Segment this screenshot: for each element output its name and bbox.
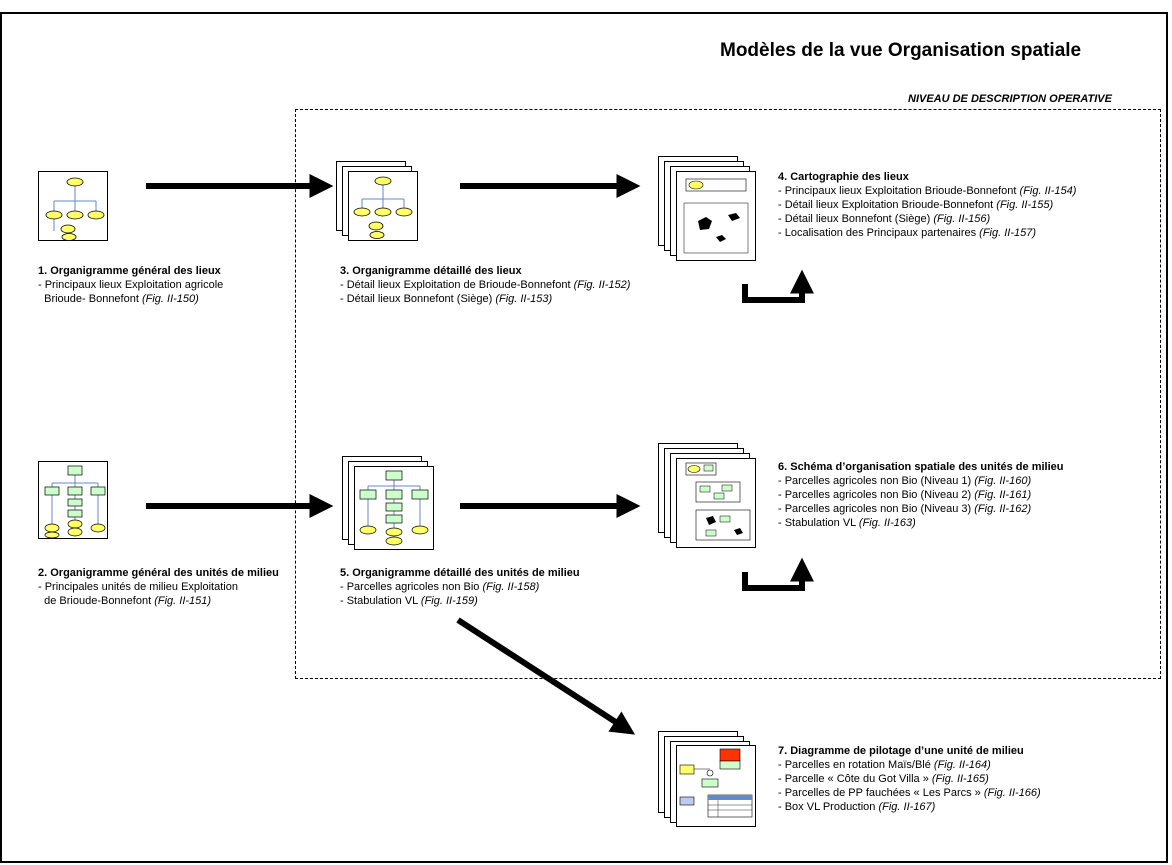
thumbnail-general-places (38, 171, 110, 243)
item-5-description: 5. Organigramme détaillé des unités de m… (340, 566, 580, 608)
item-4-description: 4. Cartographie des lieux - Principaux l… (778, 170, 1076, 240)
loop-arrow-4 (742, 269, 814, 303)
item-7-heading: 7. Diagramme de pilotage d’une unité de … (778, 745, 1024, 757)
item-1-heading: 1. Organigramme général des lieux (38, 265, 221, 277)
operative-level-boundary (295, 109, 1161, 679)
item-2-heading: 2. Organigramme général des unités de mi… (38, 567, 279, 579)
thumbnail-general-units (38, 461, 110, 541)
thumbnail-cartography (658, 156, 758, 266)
item-4-line-1: - Principaux lieux Exploitation Brioude-… (778, 185, 1077, 197)
item-4-line-3: - Détail lieux Bonnefont (Siège) (Fig. I… (778, 213, 991, 225)
arrow-5-to-7 (456, 617, 636, 735)
item-7-line-2: - Parcelle « Côte du Got Villa » (Fig. I… (778, 773, 989, 785)
page-title: Modèles de la vue Organisation spatiale (720, 40, 1082, 61)
thumbnail-detailed-units (342, 456, 442, 556)
item-4-line-2: - Détail lieux Exploitation Brioude-Bonn… (778, 199, 1054, 211)
item-1-description: 1. Organigramme général des lieux - Prin… (38, 264, 223, 306)
thumbnail-detailed-places (336, 161, 422, 247)
operative-level-label: NIVEAU DE DESCRIPTION OPERATIVE (908, 93, 1112, 105)
item-7-description: 7. Diagramme de pilotage d’une unité de … (778, 744, 1041, 814)
item-7-line-1: - Parcelles en rotation Maïs/Blé (Fig. I… (778, 759, 991, 771)
item-2-line-2: de Brioude-Bonnefont (Fig. II-151) (38, 595, 212, 607)
item-1-line-1: - Principaux lieux Exploitation agricole (38, 279, 224, 291)
item-3-heading: 3. Organigramme détaillé des lieux (340, 265, 522, 277)
item-1-line-2: Brioude- Bonnefont (Fig. II-150) (38, 293, 199, 305)
item-7-line-3: - Parcelles de PP fauchées « Les Parcs »… (778, 787, 1041, 799)
item-6-heading: 6. Schéma d’organisation spatiale des un… (778, 461, 1064, 473)
item-6-description: 6. Schéma d’organisation spatiale des un… (778, 460, 1063, 530)
item-3-description: 3. Organigramme détaillé des lieux - Dét… (340, 264, 630, 306)
item-4-heading: 4. Cartographie des lieux (778, 171, 909, 183)
item-5-heading: 5. Organigramme détaillé des unités de m… (340, 567, 580, 579)
item-3-line-2: - Détail lieux Bonnefont (Siège) (Fig. I… (340, 293, 553, 305)
item-6-line-3: - Parcelles agricoles non Bio (Niveau 3)… (778, 503, 1032, 515)
item-3-line-1: - Détail lieux Exploitation de Brioude-B… (340, 279, 631, 291)
loop-arrow-6 (742, 557, 814, 591)
item-5-line-2: - Stabulation VL (Fig. II-159) (340, 595, 478, 607)
item-6-line-1: - Parcelles agricoles non Bio (Niveau 1)… (778, 475, 1032, 487)
thumbnail-piloting-diagram (658, 731, 758, 831)
item-2-line-1: - Principales unités de milieu Exploitat… (38, 581, 238, 593)
item-5-line-1: - Parcelles agricoles non Bio (Fig. II-1… (340, 581, 540, 593)
item-2-description: 2. Organigramme général des unités de mi… (38, 566, 279, 608)
item-6-line-2: - Parcelles agricoles non Bio (Niveau 2)… (778, 489, 1032, 501)
item-6-line-4: - Stabulation VL (Fig. II-163) (778, 517, 916, 529)
item-7-line-4: - Box VL Production (Fig. II-167) (778, 801, 936, 813)
item-4-line-4: - Localisation des Principaux partenaire… (778, 227, 1037, 239)
thumbnail-spatial-schema (658, 443, 758, 553)
figure-frame (0, 12, 1168, 863)
